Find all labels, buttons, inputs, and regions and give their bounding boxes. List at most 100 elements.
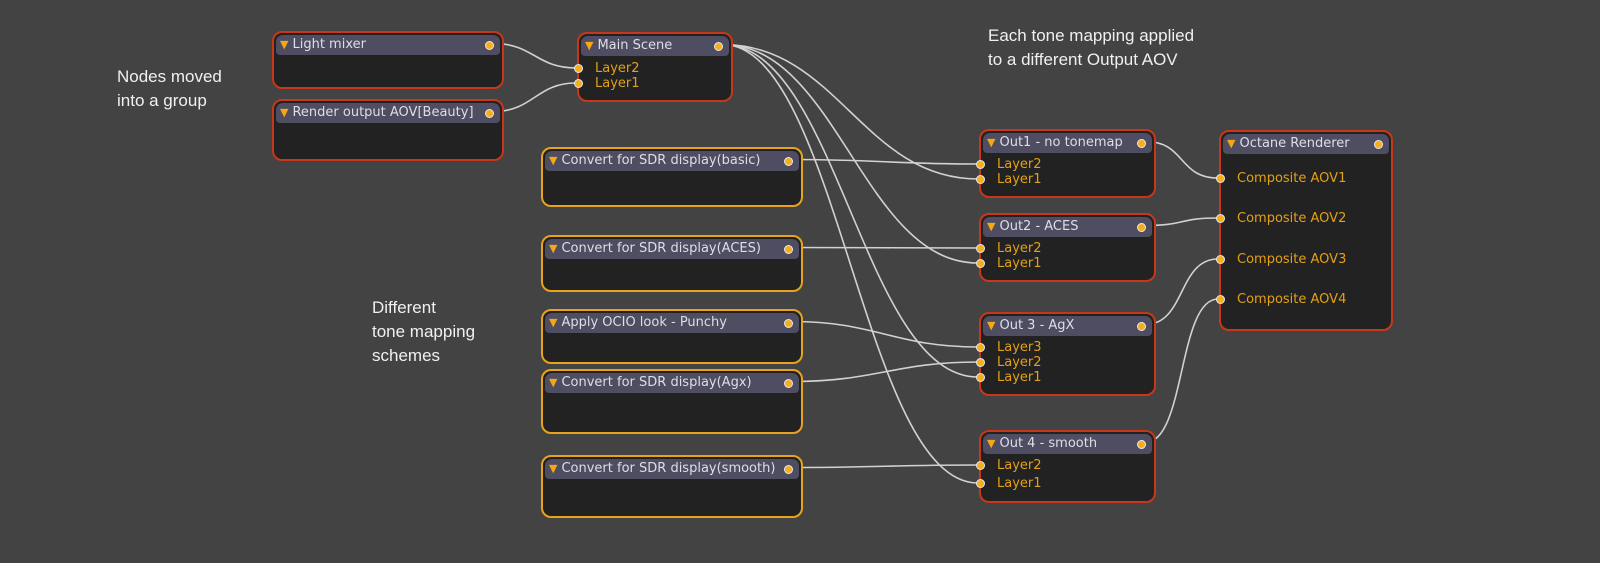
input-label: Composite AOV2 bbox=[1237, 210, 1347, 226]
input-label: Layer2 bbox=[997, 240, 1042, 256]
node-header[interactable]: ▼Main Scene bbox=[581, 36, 729, 56]
input-pin[interactable] bbox=[574, 78, 583, 88]
node-header[interactable]: ▼Convert for SDR display(basic) bbox=[545, 151, 799, 171]
wire-sdr-basic-to-out1[interactable] bbox=[792, 158, 979, 165]
collapse-triangle-icon[interactable]: ▼ bbox=[549, 154, 558, 167]
node-header[interactable]: ▼Out1 - no tonemap bbox=[983, 133, 1152, 153]
input-pin[interactable] bbox=[1216, 173, 1225, 183]
node-title: Apply OCIO look - Punchy bbox=[561, 315, 727, 330]
node-light-mixer[interactable]: ▼Light mixer bbox=[272, 31, 504, 89]
input-pin[interactable] bbox=[976, 174, 985, 184]
input-pin[interactable] bbox=[1216, 254, 1225, 264]
node-title: Out 4 - smooth bbox=[999, 436, 1098, 451]
output-pin[interactable] bbox=[714, 42, 723, 51]
node-title: Octane Renderer bbox=[1239, 136, 1350, 151]
output-pin[interactable] bbox=[1137, 440, 1146, 449]
node-header[interactable]: ▼Out 3 - AgX bbox=[983, 316, 1152, 336]
output-pin[interactable] bbox=[784, 319, 793, 328]
input-pin[interactable] bbox=[976, 342, 985, 352]
wire-render-output-to-main-scene[interactable] bbox=[493, 82, 577, 113]
output-pin[interactable] bbox=[1137, 139, 1146, 148]
node-sdr-basic[interactable]: ▼Convert for SDR display(basic) bbox=[541, 147, 803, 207]
input-pin[interactable] bbox=[976, 159, 985, 169]
input-label: Composite AOV3 bbox=[1237, 251, 1347, 267]
output-pin[interactable] bbox=[1137, 223, 1146, 232]
node-title: Out1 - no tonemap bbox=[999, 135, 1123, 150]
input-pin[interactable] bbox=[1216, 294, 1225, 304]
input-pin[interactable] bbox=[976, 478, 985, 488]
collapse-triangle-icon[interactable]: ▼ bbox=[280, 106, 289, 119]
input-pin[interactable] bbox=[574, 63, 583, 73]
node-header[interactable]: ▼Out 4 - smooth bbox=[983, 434, 1152, 454]
collapse-triangle-icon[interactable]: ▼ bbox=[987, 136, 996, 149]
node-ocio-punchy[interactable]: ▼Apply OCIO look - Punchy bbox=[541, 309, 803, 364]
collapse-triangle-icon[interactable]: ▼ bbox=[549, 316, 558, 329]
output-pin[interactable] bbox=[784, 379, 793, 388]
node-title: Light mixer bbox=[292, 37, 366, 52]
input-label: Layer1 bbox=[595, 75, 640, 91]
node-header[interactable]: ▼Convert for SDR display(Agx) bbox=[545, 373, 799, 393]
node-header[interactable]: ▼Octane Renderer bbox=[1223, 134, 1389, 154]
input-label: Layer1 bbox=[997, 475, 1042, 491]
wire-out1-to-octane[interactable] bbox=[1145, 140, 1219, 179]
input-pin[interactable] bbox=[1216, 213, 1225, 223]
output-pin[interactable] bbox=[1137, 322, 1146, 331]
node-header[interactable]: ▼Render output AOV[Beauty] bbox=[276, 103, 500, 123]
input-pin[interactable] bbox=[976, 460, 985, 470]
output-pin[interactable] bbox=[784, 245, 793, 254]
collapse-triangle-icon[interactable]: ▼ bbox=[549, 462, 558, 475]
collapse-triangle-icon[interactable]: ▼ bbox=[549, 376, 558, 389]
node-sdr-smooth[interactable]: ▼Convert for SDR display(smooth) bbox=[541, 455, 803, 518]
output-pin[interactable] bbox=[1374, 140, 1383, 149]
node-header[interactable]: ▼Convert for SDR display(ACES) bbox=[545, 239, 799, 259]
input-label: Layer1 bbox=[997, 369, 1042, 385]
wire-out3-to-octane[interactable] bbox=[1145, 258, 1219, 326]
node-header[interactable]: ▼Out2 - ACES bbox=[983, 217, 1152, 237]
collapse-triangle-icon[interactable]: ▼ bbox=[1227, 137, 1236, 150]
collapse-triangle-icon[interactable]: ▼ bbox=[987, 220, 996, 233]
input-pin[interactable] bbox=[976, 243, 985, 253]
input-label: Layer1 bbox=[997, 171, 1042, 187]
node-title: Convert for SDR display(smooth) bbox=[561, 461, 776, 476]
note-group: Nodes moved into a group bbox=[117, 67, 222, 110]
input-label: Layer2 bbox=[997, 457, 1042, 473]
collapse-triangle-icon[interactable]: ▼ bbox=[987, 437, 996, 450]
output-pin[interactable] bbox=[485, 41, 494, 50]
node-render-output[interactable]: ▼Render output AOV[Beauty] bbox=[272, 99, 504, 161]
collapse-triangle-icon[interactable]: ▼ bbox=[280, 38, 289, 51]
collapse-triangle-icon[interactable]: ▼ bbox=[987, 319, 996, 332]
wire-light-mixer-to-main-scene[interactable] bbox=[493, 42, 577, 69]
node-header[interactable]: ▼Apply OCIO look - Punchy bbox=[545, 313, 799, 333]
node-title: Convert for SDR display(Agx) bbox=[561, 375, 752, 390]
node-title: Out 3 - AgX bbox=[999, 318, 1075, 333]
wire-ocio-punchy-to-out3[interactable] bbox=[792, 320, 979, 348]
input-pin[interactable] bbox=[976, 372, 985, 382]
node-header[interactable]: ▼Light mixer bbox=[276, 35, 500, 55]
node-title: Convert for SDR display(ACES) bbox=[561, 241, 761, 256]
node-title: Out2 - ACES bbox=[999, 219, 1079, 234]
wire-out4-to-octane[interactable] bbox=[1145, 298, 1219, 444]
output-pin[interactable] bbox=[485, 109, 494, 118]
input-label: Layer2 bbox=[997, 354, 1042, 370]
wire-sdr-smooth-to-out4[interactable] bbox=[792, 464, 979, 469]
node-sdr-agx[interactable]: ▼Convert for SDR display(Agx) bbox=[541, 369, 803, 434]
input-label: Layer2 bbox=[595, 60, 640, 76]
input-label: Composite AOV4 bbox=[1237, 291, 1347, 307]
input-pin[interactable] bbox=[976, 357, 985, 367]
collapse-triangle-icon[interactable]: ▼ bbox=[549, 242, 558, 255]
input-pin[interactable] bbox=[976, 258, 985, 268]
output-pin[interactable] bbox=[784, 465, 793, 474]
wire-out2-to-octane[interactable] bbox=[1145, 217, 1219, 227]
wire-sdr-agx-to-out3[interactable] bbox=[792, 361, 979, 383]
wire-sdr-aces-to-out2[interactable] bbox=[792, 246, 979, 249]
output-pin[interactable] bbox=[784, 157, 793, 166]
collapse-triangle-icon[interactable]: ▼ bbox=[585, 39, 594, 52]
node-header[interactable]: ▼Convert for SDR display(smooth) bbox=[545, 459, 799, 479]
node-sdr-aces[interactable]: ▼Convert for SDR display(ACES) bbox=[541, 235, 803, 292]
